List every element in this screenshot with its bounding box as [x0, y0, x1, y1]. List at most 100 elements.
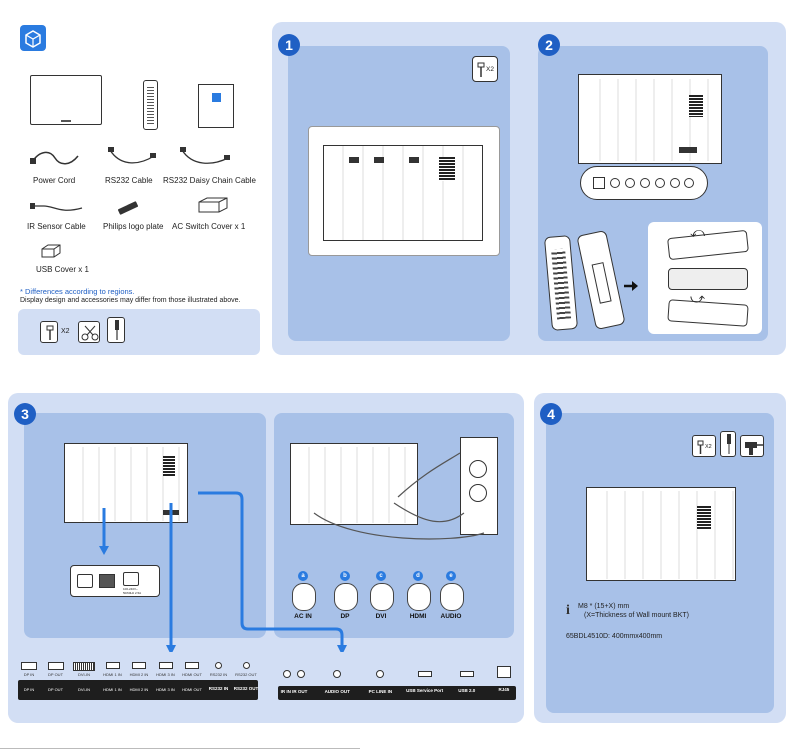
logo-plate-illustration — [117, 201, 139, 215]
connector-b: b DP — [334, 571, 358, 620]
display-back-illustration — [578, 74, 722, 164]
step-2-number: 2 — [538, 34, 560, 56]
keypad-callout — [580, 166, 708, 200]
connector-e: e AUDIO — [440, 571, 464, 620]
design-note: Display design and accessories may diffe… — [20, 297, 241, 304]
manual-booklet-illustration — [198, 84, 234, 128]
port-usb-service: USB Service Port — [406, 670, 443, 710]
info-icon: i — [566, 603, 570, 618]
m-spec: M8 * (15+X) mm — [578, 603, 630, 610]
screwdriver-icon — [107, 317, 125, 343]
arrow-right-icon — [624, 278, 638, 291]
model-spec: 65BDL4510D: 400mmx400mm — [566, 633, 663, 640]
step-1-screw-count: X2 — [486, 66, 494, 73]
step-3-left-inner: 100-240V~ 50/60Hz 2.5A — [24, 413, 266, 638]
screw-icon-box: X2 — [692, 435, 716, 457]
port-ir: IR IN IR OUT — [278, 670, 310, 710]
remote-back-illustration — [576, 229, 626, 331]
display-in-packaging — [308, 126, 500, 256]
display-wall-mount-illustration — [586, 487, 736, 581]
screwdriver-icon-box — [720, 431, 736, 457]
accessory-label-rs232-daisy: RS232 Daisy Chain Cable — [163, 176, 256, 185]
display-connections-illustration — [290, 443, 418, 525]
connector-d: d HDMI — [407, 571, 431, 620]
power-switch-box: 100-240V~ 50/60Hz 2.5A — [70, 565, 160, 597]
steps-1-2-panel: X2 1 — [272, 22, 786, 355]
regions-note: * Differences according to regions. — [20, 287, 135, 296]
port-bar-left — [18, 680, 258, 700]
step-4-number: 4 — [540, 403, 562, 425]
ir-sensor-cable-illustration — [30, 200, 85, 216]
connector-c: c DVI — [370, 571, 394, 620]
connector-e-letter: e — [446, 571, 456, 581]
port-rj45: RJ45 — [492, 666, 516, 710]
footer-line — [0, 748, 360, 749]
display-back-step3 — [64, 443, 188, 523]
step-1-panel: X2 — [288, 46, 510, 341]
port-audio-out: AUDIO OUT — [321, 670, 353, 710]
connector-e-label: AUDIO — [440, 613, 462, 620]
ac-switch-cover-illustration — [197, 196, 229, 216]
port-usb-2: USB 2.0 — [453, 670, 481, 710]
step-2-panel: ⤺ ⤻ — [538, 46, 768, 341]
screw-count: X2 — [61, 328, 70, 335]
rs232-cable-illustration — [108, 146, 156, 168]
remote-control-illustration — [143, 80, 158, 130]
connector-b-label: DP — [340, 613, 350, 620]
accessory-label-usb-cover: USB Cover x 1 — [36, 265, 89, 274]
accessory-label-ir-sensor: IR Sensor Cable — [27, 222, 86, 231]
power-spec-2: 50/60Hz 2.5A — [123, 591, 142, 595]
rs232-daisy-chain-illustration — [180, 146, 230, 168]
box-icon — [20, 25, 46, 51]
usb-cover-illustration — [40, 243, 62, 259]
connector-a: a AC IN — [292, 571, 316, 620]
tools-box: X2 — [18, 309, 260, 355]
connector-d-label: HDMI — [409, 613, 427, 620]
power-spec-1: 100-240V~ — [123, 587, 138, 591]
screw-icon — [40, 321, 58, 343]
accessory-label-ac-switch-cover: AC Switch Cover x 1 — [172, 222, 246, 231]
battery-steps-box: ⤺ ⤻ — [648, 222, 762, 334]
accessories-section: Power Cord RS232 Cable RS232 Daisy Chain… — [0, 0, 265, 355]
step-4-panel: X2 i M8 * (15+X) mm (X=Thickness of Wall… — [534, 393, 786, 723]
pc-tower-illustration — [460, 437, 498, 535]
drill-icon-box — [740, 435, 764, 457]
m-note: (X=Thickness of Wall mount BKT) — [584, 612, 689, 619]
step-3-right-inner: a AC IN b DP c DVI d HDMI e AUDIO — [274, 413, 514, 638]
step-1-number: 1 — [278, 34, 300, 56]
connector-d-letter: d — [413, 571, 423, 581]
connector-c-letter: c — [376, 571, 386, 581]
step-4-screw-count: X2 — [705, 444, 712, 450]
connection-cables — [313, 452, 485, 540]
accessory-label-logo-plate: Philips logo plate — [103, 222, 164, 231]
port-pc-line-in: PC LINE IN — [364, 670, 396, 710]
step-4-inner: X2 i M8 * (15+X) mm (X=Thickness of Wall… — [546, 413, 774, 713]
port-panel-right: IR IN IR OUT AUDIO OUT PC LINE IN USB Se… — [270, 652, 524, 722]
callout-arrows — [99, 491, 347, 655]
screw-count-box: X2 — [472, 56, 498, 82]
port-bar-right — [278, 686, 516, 700]
connector-b-letter: b — [340, 571, 350, 581]
power-cord-illustration — [30, 148, 80, 168]
connector-c-label: DVI — [375, 613, 387, 620]
accessory-label-rs232-cable: RS232 Cable — [105, 176, 153, 185]
connector-a-label: AC IN — [294, 613, 312, 620]
monitor-illustration — [30, 75, 102, 125]
port-list-right: IR IN IR OUT AUDIO OUT PC LINE IN USB Se… — [278, 666, 516, 710]
remote-front-illustration — [543, 235, 579, 331]
step-3-number: 3 — [14, 403, 36, 425]
accessory-label-power-cord: Power Cord — [33, 176, 76, 185]
scissors-icon — [78, 321, 100, 343]
connector-a-letter: a — [298, 571, 308, 581]
curved-arrow-icon: ⤺ — [690, 224, 705, 240]
